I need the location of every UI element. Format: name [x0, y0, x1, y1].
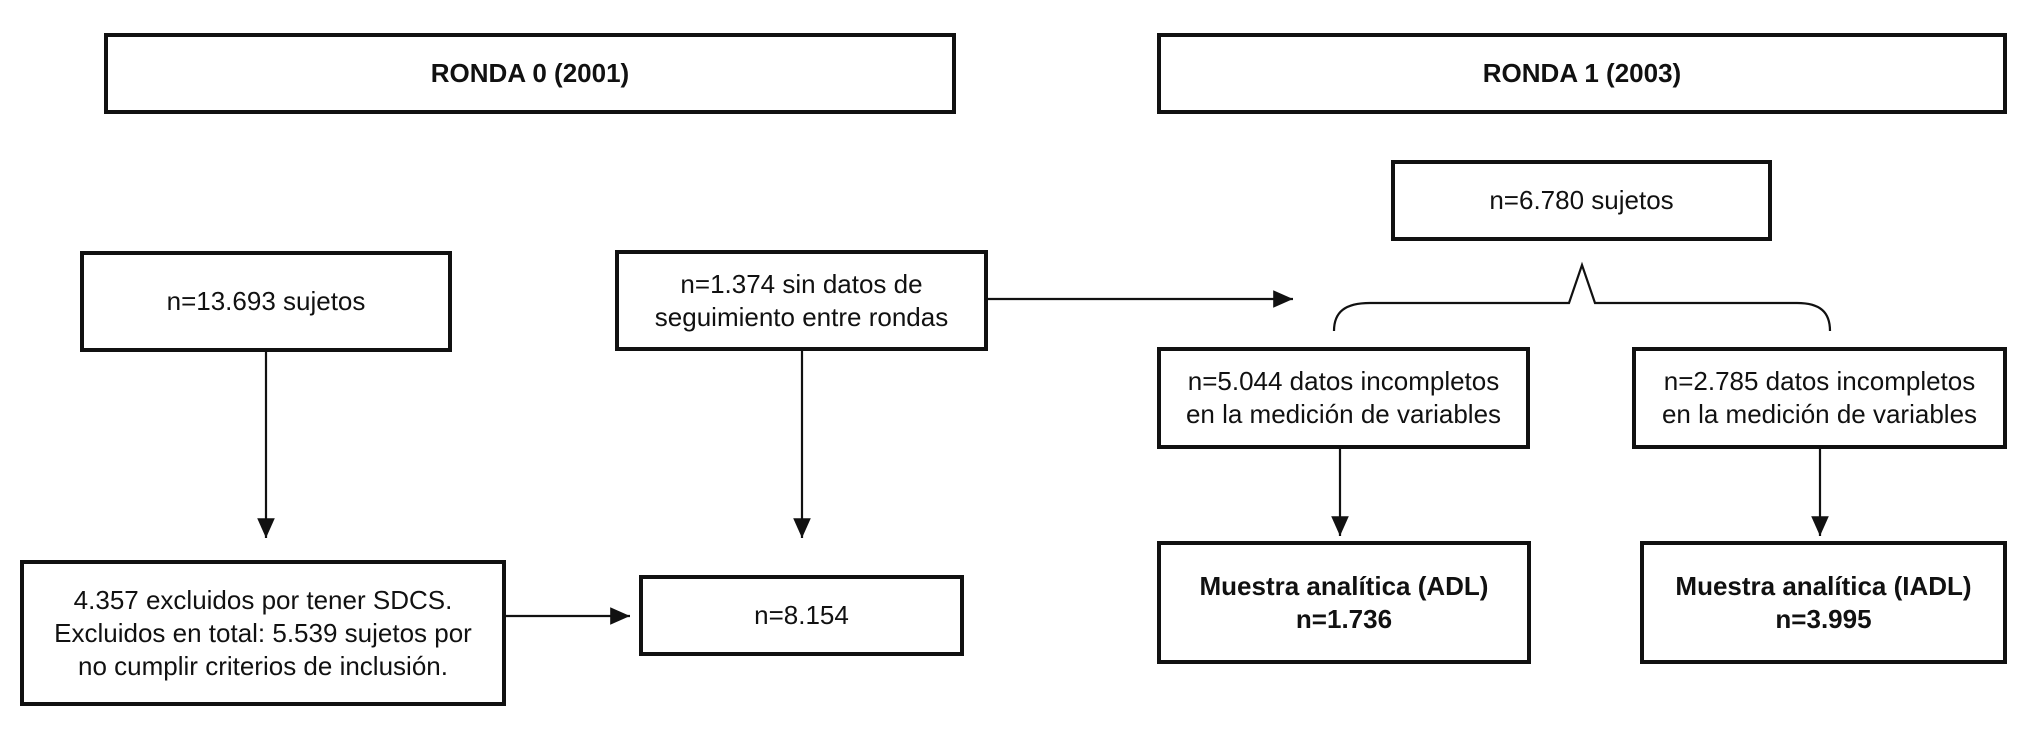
node-sujetos-ronda-1: n=6.780 sujetos [1391, 160, 1772, 241]
node-text-line: Excluidos en total: 5.539 sujetos por [54, 617, 472, 648]
node-text-line: 4.357 excluidos por tener SDCS. [73, 584, 453, 615]
node-text-line: en la medición de variables [1661, 399, 1978, 429]
node-text-line: Muestra analítica (ADL) [1199, 570, 1489, 601]
node-text-line: n=1.736 [1295, 603, 1393, 634]
header-ronda-1-label: RONDA 1 (2003) [1482, 58, 1682, 88]
node-n-8154: n=8.154 [639, 575, 964, 656]
node-text-line: n=5.044 datos incompletos [1187, 366, 1500, 396]
node-text-line: seguimiento entre rondas [654, 301, 949, 332]
node-text-line: n=2.785 datos incompletos [1663, 366, 1976, 396]
node-sin-seguimiento: n=1.374 sin datos de seguimiento entre r… [615, 250, 988, 351]
node-text-line: Muestra analítica (IADL) [1675, 570, 1972, 601]
header-ronda-0: RONDA 0 (2001) [104, 33, 956, 114]
header-ronda-1: RONDA 1 (2003) [1157, 33, 2007, 114]
node-muestra-adl: Muestra analítica (ADL) n=1.736 [1157, 541, 1531, 664]
node-text-line: en la medición de variables [1185, 399, 1502, 429]
node-text-line: n=6.780 sujetos [1489, 185, 1674, 215]
node-excluidos: 4.357 excluidos por tener SDCS. Excluido… [20, 560, 506, 706]
brace-ronda1-split [1332, 261, 1832, 332]
node-text-line: n=3.995 [1775, 603, 1872, 634]
node-incompletos-iadl: n=2.785 datos incompletos en la medición… [1632, 347, 2007, 449]
node-text-line: n=1.374 sin datos de [680, 268, 923, 299]
node-text-line: no cumplir criterios de inclusión. [78, 650, 448, 681]
node-incompletos-adl: n=5.044 datos incompletos en la medición… [1157, 347, 1530, 449]
node-text-line: n=13.693 sujetos [166, 286, 366, 316]
node-sujetos-ronda-0: n=13.693 sujetos [80, 251, 452, 352]
header-ronda-0-label: RONDA 0 (2001) [430, 58, 630, 88]
node-muestra-iadl: Muestra analítica (IADL) n=3.995 [1640, 541, 2007, 664]
node-text-line: n=8.154 [754, 600, 849, 630]
